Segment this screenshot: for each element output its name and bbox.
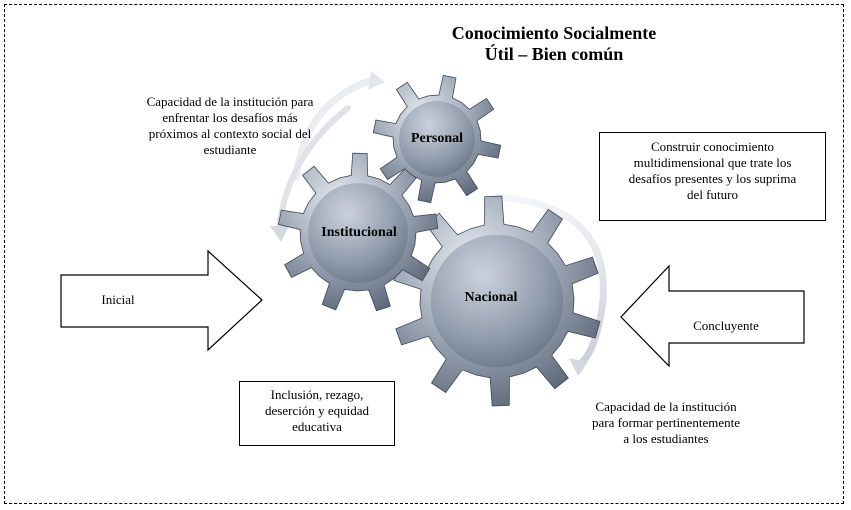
diagram-title: Conocimiento Socialmente Útil – Bien com… bbox=[404, 23, 704, 65]
title-line-2: Útil – Bien común bbox=[484, 44, 624, 64]
gear-label-institucional: Institucional bbox=[321, 225, 397, 240]
title-line-1: Conocimiento Socialmente bbox=[451, 23, 657, 43]
gear-nacional-hub bbox=[430, 234, 564, 368]
arrow-concluyente bbox=[620, 264, 805, 368]
note-capacidad-enfrentar: Capacidad de la institución para enfrent… bbox=[146, 94, 314, 157]
gear-label-nacional: Nacional bbox=[464, 290, 518, 305]
arrow-label-inicial: Inicial bbox=[101, 292, 135, 307]
diagram-frame bbox=[4, 4, 844, 504]
gear-personal-hub bbox=[399, 101, 475, 177]
box-construir-conocimiento: Construir conocimiento multidimensional … bbox=[599, 132, 826, 221]
box-inclusion: Inclusión, rezago, deserción y equidad e… bbox=[239, 381, 395, 446]
gear-nacional bbox=[393, 195, 601, 407]
gear-personal bbox=[372, 74, 502, 204]
arrow-inicial bbox=[60, 249, 263, 352]
arrow-label-concluyente: Concluyente bbox=[693, 318, 759, 333]
gear-label-personal: Personal bbox=[410, 131, 464, 146]
gear-institucional-hub bbox=[308, 183, 408, 283]
gear-institucional bbox=[278, 152, 439, 312]
note-capacidad-formar: Capacidad de la institución para formar … bbox=[592, 399, 740, 446]
cycle-arrow-right bbox=[493, 193, 607, 376]
